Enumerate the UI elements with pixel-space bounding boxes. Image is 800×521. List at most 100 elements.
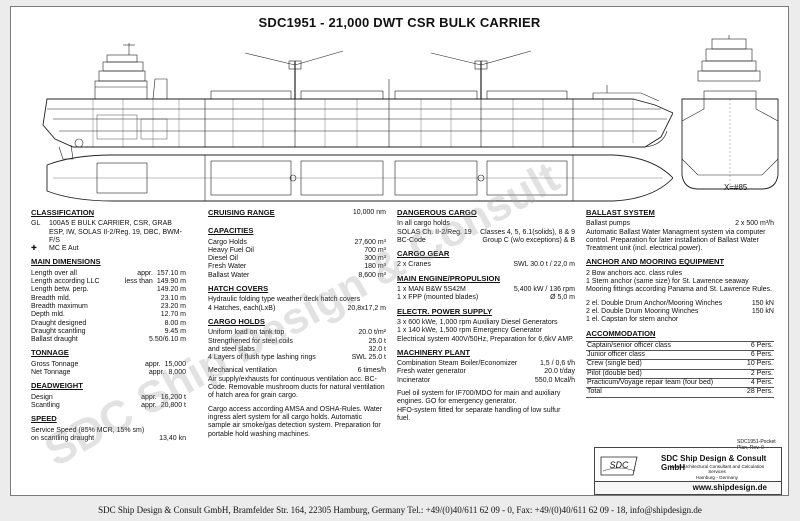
cruising-range-value: 10,000 nm bbox=[352, 209, 386, 216]
ventilation-value: 6 times/h bbox=[357, 367, 386, 375]
hatch-covers-row: 4 Hatches, each(LxB) 20,8x17,2 m bbox=[208, 305, 386, 313]
company-subtitle-1: Naval Architectural Consultant and Calcu… bbox=[669, 464, 765, 475]
tonnage-label: Gross Tonnage bbox=[31, 360, 79, 368]
dimension-row: Breadth mld.23.10 m bbox=[31, 295, 186, 303]
capacities-heading: Capacities bbox=[208, 226, 254, 236]
capacity-label: Heavy Fuel Oil bbox=[208, 246, 254, 254]
hatch-covers-label: 4 Hatches, each(LxB) bbox=[208, 304, 276, 312]
speed-value: 13,40 kn bbox=[159, 434, 186, 442]
accommodation-row: Practicum/Voyage repair team (four bed)4… bbox=[586, 378, 774, 387]
deadweight-label: Design bbox=[31, 393, 53, 401]
dimension-row: Draught designed 8.00 m bbox=[31, 320, 186, 328]
footer-contact: SDC Ship Design & Consult GmbH, Bramfeld… bbox=[98, 505, 702, 515]
dimension-value: 23.20 m bbox=[160, 302, 186, 310]
accommodation-value: 2 Pers. bbox=[750, 369, 773, 377]
dangerous-cargo-bc-row: BC-Code Group C (w/o exceptions) & B bbox=[397, 237, 575, 245]
machinery-value: 20.0 t/day bbox=[544, 368, 575, 376]
winch-label: 2 el. Double Drum Anchor/Mooring Winches bbox=[586, 299, 723, 307]
column-3: Dangerous Cargo In all cargo holds SOLAS… bbox=[397, 208, 575, 423]
company-logo-box: SDC SDC Ship Design & Consult GmbH Naval… bbox=[594, 447, 782, 495]
gl-symbol: GL bbox=[31, 220, 41, 228]
cargo-gear-value: SWL 30.0 t / 22,0 m bbox=[513, 261, 575, 269]
dimension-value: 8.00 m bbox=[164, 319, 186, 327]
dimension-row: Depth mld.12.70 m bbox=[31, 311, 186, 319]
accommodation-row: Pilot (double bed) 2 Pers. bbox=[586, 368, 774, 378]
cargo-hold-value: 20.0 t/m² bbox=[358, 329, 386, 337]
classification-text: 100A5 E BULK CARRIER, CSR, GRAB ESP, IW,… bbox=[49, 220, 182, 244]
main-engine-value: 5,400 kW / 136 rpm bbox=[513, 286, 575, 294]
company-name: SDC Ship Design & Consult GmbH bbox=[661, 454, 767, 472]
cross-icon: ✚ bbox=[31, 245, 37, 253]
column-2: Cruising Range 10,000 nm Capacities Carg… bbox=[208, 208, 386, 439]
anchor-winch-list: 2 el. Double Drum Anchor/Mooring Winches… bbox=[586, 300, 774, 325]
tonnage-label: Net Tonnage bbox=[31, 369, 71, 377]
accommodation-label: Practicum/Voyage repair team (four bed) bbox=[587, 379, 714, 387]
accommodation-value: 6 Pers. bbox=[750, 341, 773, 349]
dimension-value: 149.20 m bbox=[156, 286, 186, 294]
speed-heading: Speed bbox=[31, 414, 57, 424]
capacity-label: Fresh Water bbox=[208, 263, 247, 271]
winch-value: 150 kN bbox=[751, 307, 774, 315]
dimension-qualifier: less than bbox=[124, 278, 153, 286]
dimension-qualifier bbox=[65, 311, 161, 319]
cargo-hold-label: Strengthened for steel coils bbox=[208, 337, 293, 345]
hatch-covers-line: Hydraulic folding type weather deck hatc… bbox=[208, 296, 361, 304]
deadweight-heading: Deadweight bbox=[31, 381, 83, 391]
main-engine-row: 1 x FPP (mounted blades)Ø 5,0 m bbox=[397, 294, 575, 302]
page-title: SDC1951 - 21,000 DWT CSR BULK CARRIER bbox=[258, 15, 541, 30]
company-website-link[interactable]: www.shipdesign.de bbox=[595, 481, 781, 494]
cargo-gear-heading: Cargo Gear bbox=[397, 249, 450, 259]
classification-heading: Classification bbox=[31, 208, 95, 217]
dimension-value: 5.50/6.10 m bbox=[149, 336, 186, 344]
anchor-text-1: 2 Bow anchors acc. class rules bbox=[586, 269, 683, 277]
winch-label: 2 el. Double Drum Mooring Winches bbox=[586, 307, 699, 315]
section-label: X=#85 bbox=[724, 183, 748, 192]
machinery-label: Fresh water generator bbox=[397, 368, 466, 376]
dangerous-cargo-solas-value: Classes 4, 5, 6.1(solids), 8 & 9 bbox=[480, 228, 575, 236]
machinery-hfo-text: HFO-system fitted for separate handling … bbox=[397, 406, 561, 422]
dimension-label: Draught designed bbox=[31, 319, 87, 327]
dimension-label: Length betw. perp. bbox=[31, 286, 89, 294]
accommodation-label: Pilot (double bed) bbox=[587, 369, 642, 377]
cargo-hold-label: and steel slabs bbox=[208, 345, 255, 353]
main-engine-heading: Main Engine/Propulsion bbox=[397, 273, 500, 283]
capacity-label: Diesel Oil bbox=[208, 255, 238, 263]
winch-row: 2 el. Double Drum Mooring Winches 150 kN bbox=[586, 308, 774, 316]
dimension-value: 157.10 m bbox=[156, 269, 186, 277]
machinery-label: Combination Steam Boiler/Economizer bbox=[397, 360, 518, 368]
hatch-covers-heading: Hatch Covers bbox=[208, 284, 269, 294]
winch-value: 150 kN bbox=[751, 299, 774, 307]
speed-row: on scantling draught 13,40 kn bbox=[31, 435, 186, 443]
cargo-holds-access-text: Cargo access according AMSA and OSHA-Rul… bbox=[208, 405, 383, 438]
electr-power-heading: Electr. Power Supply bbox=[397, 306, 493, 316]
ballast-pumps-label: Ballast pumps bbox=[586, 220, 630, 228]
main-engine-value: Ø 5,0 m bbox=[550, 294, 575, 302]
deadweight-value: 20,800 t bbox=[160, 401, 186, 409]
hatch-covers-value: 20,8x17,2 m bbox=[347, 304, 386, 312]
dimension-label: Draught scantling bbox=[31, 327, 86, 335]
speed-label: on scantling draught bbox=[31, 434, 95, 442]
accommodation-value: 28 Pers. bbox=[746, 388, 773, 396]
capacity-value: 300 m³ bbox=[364, 255, 386, 263]
classification-mc: MC E Aut bbox=[49, 245, 79, 253]
dimension-value: 23.10 m bbox=[160, 294, 186, 302]
dimension-qualifier bbox=[85, 328, 164, 336]
dangerous-cargo-bc-value: Group C (w/o exceptions) & B bbox=[482, 236, 575, 244]
capacity-label: Ballast Water bbox=[208, 271, 250, 279]
